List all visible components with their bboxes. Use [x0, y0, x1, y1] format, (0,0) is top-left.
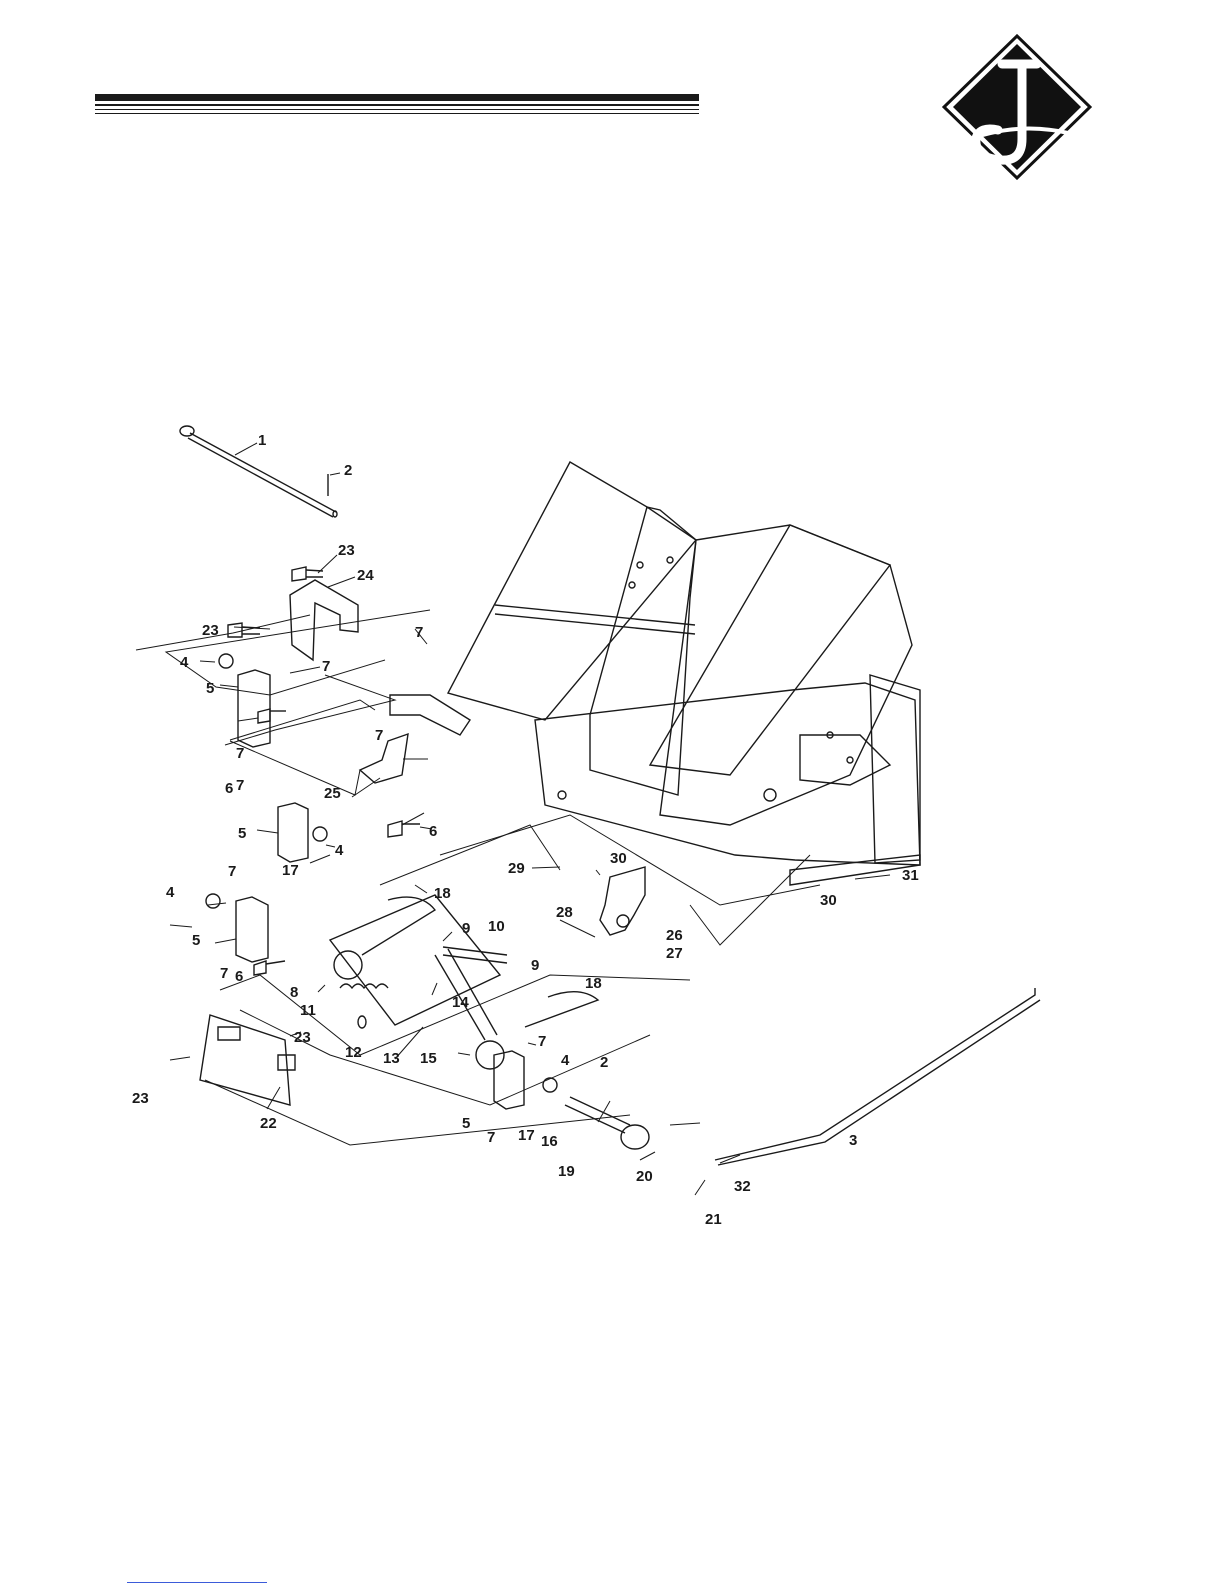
- callout-c1: 1: [258, 432, 266, 449]
- diamond-j-logo: [942, 34, 1092, 180]
- chassis-frame: [390, 462, 920, 885]
- header-rule: [95, 94, 699, 118]
- callout-c21: 21: [705, 1211, 722, 1228]
- callout-c19: 19: [558, 1163, 575, 1180]
- callout-c23b: 23: [202, 622, 219, 639]
- callout-c32: 32: [734, 1178, 751, 1195]
- callout-c10: 10: [488, 918, 505, 935]
- callout-c23c: 23: [294, 1029, 311, 1046]
- callout-c13: 13: [383, 1050, 400, 1067]
- callout-c30b: 30: [820, 892, 837, 909]
- callout-c7b: 7: [322, 658, 330, 675]
- callout-c17a: 17: [282, 862, 299, 879]
- callout-c6b: 6: [429, 823, 437, 840]
- callout-c23a: 23: [338, 542, 355, 559]
- callout-c24: 24: [357, 567, 374, 584]
- callout-c31: 31: [902, 867, 919, 884]
- callout-c7g: 7: [220, 965, 228, 982]
- callout-c9a: 9: [462, 920, 470, 937]
- footer-rule: [127, 1582, 267, 1583]
- callout-c4b: 4: [335, 842, 344, 859]
- callout-c2b: 2: [600, 1054, 608, 1071]
- callout-c20: 20: [636, 1168, 653, 1185]
- callout-c7a: 7: [415, 624, 423, 641]
- callout-c7i: 7: [487, 1129, 495, 1146]
- callout-c27: 27: [666, 945, 683, 962]
- callout-c29: 29: [508, 860, 525, 877]
- callout-c12: 12: [345, 1044, 362, 1061]
- callout-c23d: 23: [132, 1090, 149, 1107]
- callout-c5b: 5: [238, 825, 246, 842]
- callout-c11: 11: [300, 1002, 316, 1019]
- callout-c7c: 7: [236, 745, 244, 762]
- callout-c7f: 7: [228, 863, 236, 880]
- callout-c3: 3: [849, 1132, 857, 1149]
- callout-c26: 26: [666, 927, 683, 944]
- callout-c7e: 7: [375, 727, 383, 744]
- callout-c18a: 18: [434, 885, 451, 902]
- callout-c5c: 5: [192, 932, 200, 949]
- callout-c6a: 6: [225, 780, 233, 797]
- callout-c17b: 17: [518, 1127, 535, 1144]
- callout-c9b: 9: [531, 957, 539, 974]
- callout-c4c: 4: [166, 884, 175, 901]
- callout-c7d: 7: [236, 777, 244, 794]
- callout-c28: 28: [556, 904, 573, 921]
- callout-c16: 16: [541, 1133, 558, 1150]
- callout-c6c: 6: [235, 968, 243, 985]
- callout-c15: 15: [420, 1050, 437, 1067]
- callout-c25: 25: [324, 785, 341, 802]
- callout-c5d: 5: [462, 1115, 470, 1132]
- callout-c30a: 30: [610, 850, 627, 867]
- callout-c4d: 4: [561, 1052, 570, 1069]
- callout-c4a: 4: [180, 654, 189, 671]
- callout-c18b: 18: [585, 975, 602, 992]
- callout-c7h: 7: [538, 1033, 546, 1050]
- callout-c5a: 5: [206, 680, 214, 697]
- parts-diagram: 1223242374757767256541774576189109814181…: [130, 415, 1050, 1235]
- callout-c2a: 2: [344, 462, 352, 479]
- callout-c22: 22: [260, 1115, 277, 1132]
- callout-c14: 14: [452, 994, 469, 1011]
- callout-c8: 8: [290, 984, 298, 1001]
